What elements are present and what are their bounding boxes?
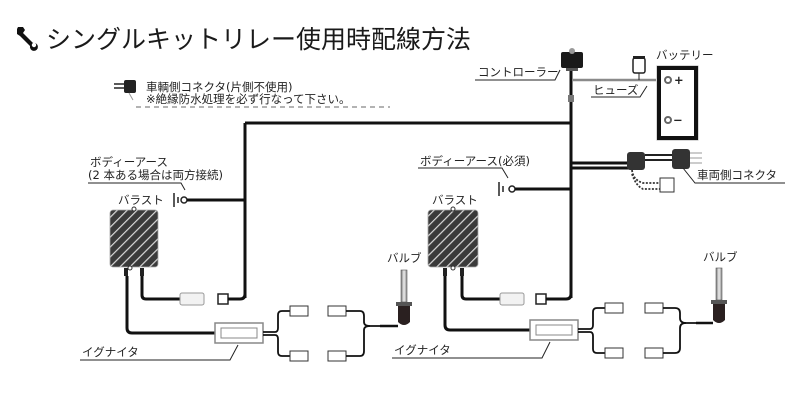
igniter-right-label: イグナイタ [394, 343, 451, 357]
battery-minus-label: − [673, 113, 683, 127]
diagram-title: シングルキットリレー使用時配線方法 [14, 18, 471, 58]
ballast-right-label: バラスト [432, 193, 478, 207]
bulb-right-label: バルブ [703, 250, 738, 264]
ballast-left-to-bus-wire [228, 290, 247, 301]
vehicle-connector-label: 車両側コネクタ [697, 168, 778, 182]
battery-label: バッテリー [656, 48, 714, 62]
bulb-left-wire-top [346, 310, 380, 327]
bulb-left [396, 269, 412, 325]
controller-leader [475, 69, 561, 81]
vehicle-connector-unused-label: 車輌側コネクタ(片側不使用) [146, 80, 293, 94]
battery [656, 65, 699, 141]
igniter-left-branch-bottom [263, 334, 290, 357]
bulb-right-wire-top [663, 307, 696, 324]
battery-plus-label: + [674, 73, 684, 87]
igniter-right [529, 319, 579, 341]
fuse-label: ヒューズ [593, 83, 639, 97]
bulb-right [711, 267, 727, 323]
igniter-left-connectors [289, 305, 347, 362]
bulb-left-label: バルブ [387, 251, 422, 265]
igniter-right-leader [392, 341, 551, 359]
title-text: シングルキットリレー使用時配線方法 [46, 25, 472, 54]
vehicle-connector [627, 149, 702, 193]
waterproof-note: ※絶縁防水処理を必ず行なって下さい。 [146, 92, 351, 106]
body-earth-right-leader [418, 167, 509, 179]
igniter-right-branch-top [578, 307, 605, 330]
igniter-right-connectors [604, 302, 664, 359]
igniter-left-leader [80, 344, 239, 361]
inline-joint [568, 95, 574, 102]
ballast-right [427, 206, 479, 276]
igniter-right-branch-bottom [578, 331, 605, 354]
ballast-right-igniter-wire [443, 276, 530, 332]
vehicle-connector-leader [682, 167, 785, 184]
connector-body [124, 80, 136, 93]
body-earth-left-label: ボディーアース [90, 155, 168, 169]
ballast-left-label: バラスト [118, 193, 164, 207]
ballast-left [109, 206, 159, 276]
igniter-left [214, 322, 264, 344]
fuse [632, 56, 646, 80]
controller-label: コントローラー [478, 65, 559, 79]
igniter-left-branch-top [263, 310, 290, 333]
igniter-left-label: イグナイタ [82, 345, 139, 359]
battery-negative-terminal [664, 116, 672, 124]
controller-relay [561, 48, 583, 71]
bulb-right-wire-bottom [663, 322, 687, 354]
ballast-left-power-connector [179, 292, 229, 306]
wrench-icon [17, 27, 38, 51]
battery-positive-terminal [664, 76, 672, 84]
ballast-right-to-bus-wire [546, 290, 573, 301]
body-earth-right-label: ボディーアース(必須) [420, 154, 530, 168]
ballast-left-power-wire [140, 276, 180, 301]
ballast-left-igniter-wire [125, 276, 215, 335]
ballast-right-power-connector [499, 292, 547, 306]
fuse-leader [591, 85, 648, 98]
vehicle-connector-unused [114, 80, 136, 101]
body-earth-left-note: (2 本ある場合は両方接続) [88, 168, 223, 182]
bulb-left-wire-bottom [346, 325, 371, 357]
body-earth-left-leader [88, 182, 186, 191]
ballast-right-power-wire [460, 276, 500, 301]
earth-symbol-left [173, 193, 188, 207]
earth-symbol-right [498, 182, 516, 196]
